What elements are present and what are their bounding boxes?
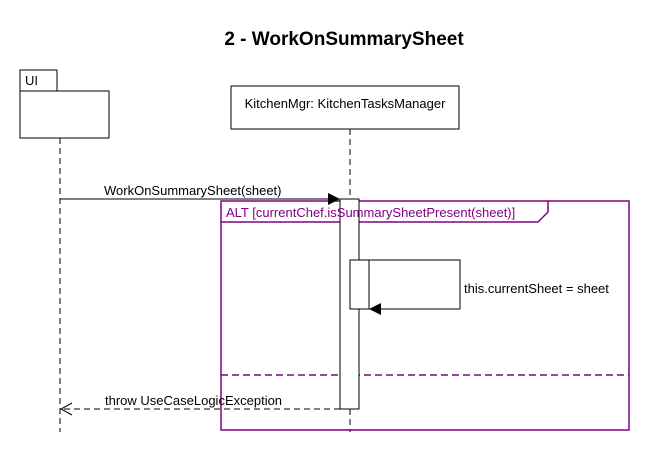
message-self-call: this.currentSheet = sheet xyxy=(359,259,609,315)
alt-frame-label: ALT [currentChef.isSummarySheetPresent(s… xyxy=(226,205,515,220)
participant-ui-label: UI xyxy=(25,73,38,88)
message-self-call-arrowhead xyxy=(369,303,381,315)
diagram-title: 2 - WorkOnSummarySheet xyxy=(224,29,464,50)
alt-frame xyxy=(220,200,630,431)
participant-kitchen-mgr-box xyxy=(230,85,460,130)
message-call-arrowhead xyxy=(328,193,340,205)
participant-kitchen-mgr-label: KitchenMgr: KitchenTasksManager xyxy=(245,96,447,111)
message-call: WorkOnSummarySheet(sheet) xyxy=(60,183,340,205)
alt-frame-label-tab xyxy=(221,201,549,223)
activation-bar-self-call xyxy=(349,259,370,310)
message-call-label: WorkOnSummarySheet(sheet) xyxy=(104,183,282,198)
message-return-exception-label: throw UseCaseLogicException xyxy=(105,393,282,408)
message-return-exception: throw UseCaseLogicException xyxy=(59,393,340,416)
participant-ui-box xyxy=(19,90,110,139)
message-self-call-label: this.currentSheet = sheet xyxy=(464,281,609,296)
message-return-exception-arrowhead xyxy=(59,402,73,416)
alt-frame-border xyxy=(220,200,630,431)
message-self-call-line xyxy=(359,259,461,310)
participant-kitchen-mgr: KitchenMgr: KitchenTasksManager xyxy=(230,85,460,130)
participant-ui-tab xyxy=(19,69,58,91)
participant-ui: UI xyxy=(19,69,110,139)
